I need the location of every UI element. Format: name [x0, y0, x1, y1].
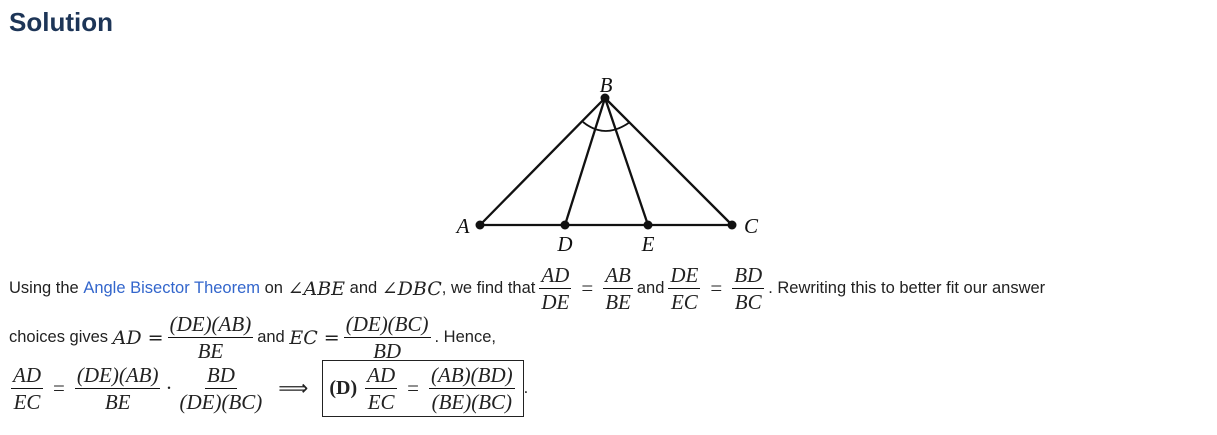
- point-b: [600, 93, 610, 103]
- fraction: (DE)(AB)BE: [74, 363, 161, 415]
- label-e: E: [641, 232, 655, 256]
- label-b: B: [600, 73, 613, 97]
- text: choices gives: [9, 328, 109, 347]
- segment-be: [603, 97, 650, 226]
- text: . Rewriting this to better fit our answe…: [768, 279, 1046, 298]
- text: and: [257, 328, 285, 347]
- equals: =: [53, 376, 65, 401]
- equals: =: [407, 376, 419, 401]
- label-d: D: [556, 232, 572, 256]
- fraction: (DE)(BC)BD: [343, 312, 431, 364]
- label-c: C: [744, 214, 759, 238]
- text: . Hence,: [434, 328, 496, 347]
- point-c: [727, 220, 737, 230]
- text: , we find that: [441, 279, 536, 298]
- equals: =: [581, 276, 594, 301]
- text: on: [264, 279, 283, 298]
- segment-ab: [479, 97, 606, 226]
- solution-heading: Solution: [9, 7, 113, 37]
- math-ad: AD =: [112, 326, 164, 349]
- multiply-dot: ·: [165, 376, 173, 401]
- triangle-diagram: B A C D E: [455, 73, 759, 256]
- fraction: BD(DE)(BC): [179, 363, 263, 415]
- segment-bd: [563, 97, 607, 226]
- math-angle-dbc: ∠DBC: [381, 277, 442, 300]
- math-angle-abe: ∠ABE: [287, 277, 346, 300]
- fraction: (DE)(AB)BE: [167, 312, 254, 364]
- solution-line-2: choices gives AD = (DE)(AB)BE and EC = (…: [9, 313, 496, 362]
- angle-bisector-theorem-link[interactable]: Angle Bisector Theorem: [83, 279, 261, 298]
- implies-arrow: ⟹: [278, 376, 309, 401]
- point-d: [560, 220, 570, 230]
- text: and: [636, 279, 665, 298]
- label-a: A: [455, 214, 470, 238]
- fraction: (AB)(BD)(BE)(BC): [429, 363, 515, 415]
- math-ec: EC =: [289, 326, 340, 349]
- point-e: [643, 220, 653, 230]
- angle-arc: [582, 121, 631, 132]
- text: and: [349, 279, 378, 298]
- period: .: [523, 379, 529, 398]
- point-a: [475, 220, 485, 230]
- solution-line-1: Using the Angle Bisector Theorem on ∠ABE…: [9, 264, 1045, 313]
- answer-label: (D): [329, 377, 358, 400]
- equals: =: [710, 276, 723, 301]
- segment-bc: [604, 97, 733, 226]
- text: Using the: [9, 279, 79, 298]
